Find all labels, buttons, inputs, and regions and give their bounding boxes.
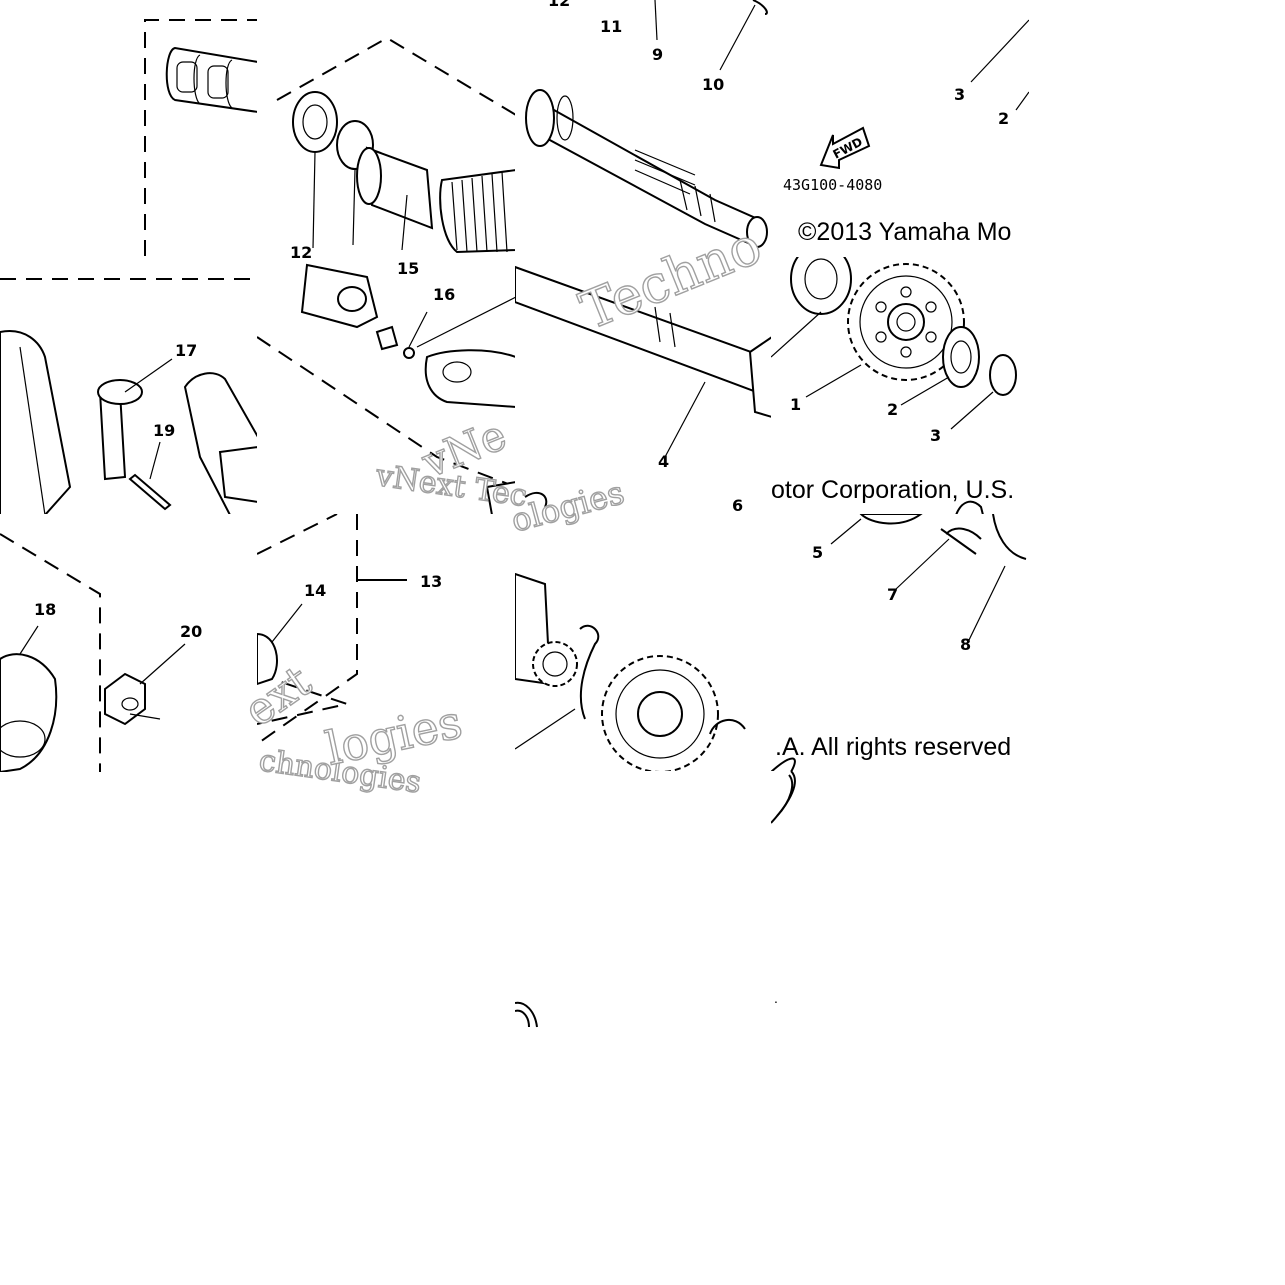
diagram-tile-b (257, 0, 516, 258)
callout-mid-4: 4 (658, 452, 669, 471)
callout-top-12: 12 (548, 0, 570, 10)
callout-left-18: 18 (34, 600, 56, 619)
callout-left-12: 12 (290, 243, 312, 262)
kick-crank-drawing (0, 330, 72, 515)
clip-right-drawing (992, 514, 1027, 560)
callout-top-10: 10 (702, 75, 724, 94)
nut-drawing (104, 672, 146, 726)
callout-top-9: 9 (652, 45, 663, 64)
callout-left-17: 17 (175, 341, 197, 360)
gear-shaft-drawing (515, 572, 578, 687)
diagram-tile-n (771, 771, 1029, 1029)
cotter-pin-drawing (128, 473, 172, 511)
callout-left-16: 16 (433, 285, 455, 304)
circlip-drawing (336, 120, 374, 170)
diagram-tile-i (0, 514, 258, 772)
kick-shaft-drawing (356, 146, 434, 230)
washer-drawing (942, 326, 980, 388)
callout-left-14: 14 (304, 581, 326, 600)
spacer-drawing (940, 527, 982, 555)
callout-right-7: 7 (887, 585, 898, 604)
callout-left-20: 20 (180, 622, 202, 641)
half-clip-drawing (709, 719, 746, 735)
diagram-tile-m (515, 771, 772, 1029)
clip-drawing (579, 624, 600, 720)
diagram-tile-k (515, 514, 772, 772)
secondary-shaft-drawing (515, 265, 772, 419)
callout-right-5: 5 (812, 543, 823, 562)
copyright-line-4: . (774, 990, 778, 1006)
pedal-grip-drawing (165, 46, 258, 114)
pivot-pin-drawing (97, 379, 143, 481)
diagram-tile-l (771, 514, 1029, 772)
thrust-washer-drawing (790, 257, 852, 315)
callout-left-19: 19 (153, 421, 175, 440)
callout-top-2: 2 (998, 109, 1009, 128)
kick-clip-drawing (300, 263, 379, 329)
diagram-tile-e (0, 257, 258, 515)
kick-idle-gear-drawing (257, 632, 278, 686)
part-code-label: 43G100-4080 (783, 176, 882, 194)
fwd-arrow (819, 126, 871, 170)
callout-top-3: 3 (954, 85, 965, 104)
copyright-line-3: .A. All rights reserved (775, 733, 1012, 761)
diagram-tile-f (257, 257, 516, 515)
kick-spring-drawing (439, 168, 516, 254)
drive-gear-drawing (601, 655, 719, 772)
main-axle-drawing (525, 89, 768, 248)
callout-right-1: 1 (790, 395, 801, 414)
ratchet-drawing (424, 349, 516, 409)
copyright-line-2: otor Corporation, U.S. (771, 476, 1015, 504)
callout-right-3: 3 (930, 426, 941, 445)
diagram-tile-j (257, 514, 516, 772)
callout-top-11: 11 (600, 17, 622, 36)
callout-mid-6: 6 (732, 496, 743, 515)
copyright-line-1: ©2013 Yamaha Mo (798, 218, 1012, 246)
callout-left-13: 13 (420, 572, 442, 591)
callout-right-8: 8 (960, 635, 971, 654)
oil-seal-drawing (292, 91, 338, 153)
kick-boss-drawing (183, 372, 258, 515)
kick-pedal-boss-drawing (0, 653, 58, 772)
circlip-right-drawing (989, 354, 1017, 396)
diagram-tile-g (515, 257, 772, 515)
diagram-tile-d (771, 0, 1029, 258)
watermark-5: ext (235, 656, 321, 737)
callout-right-2: 2 (887, 400, 898, 419)
diagram-tile-c (515, 0, 772, 258)
spring-pin-drawing (375, 325, 415, 359)
callout-left-15: 15 (397, 259, 419, 278)
fwd-label: FWD (831, 135, 865, 162)
diagram-tile-a (0, 0, 258, 258)
kick-gear-drawing (847, 263, 965, 381)
watermark-1: Techno (572, 216, 770, 342)
diagram-tile-h (771, 257, 1029, 515)
